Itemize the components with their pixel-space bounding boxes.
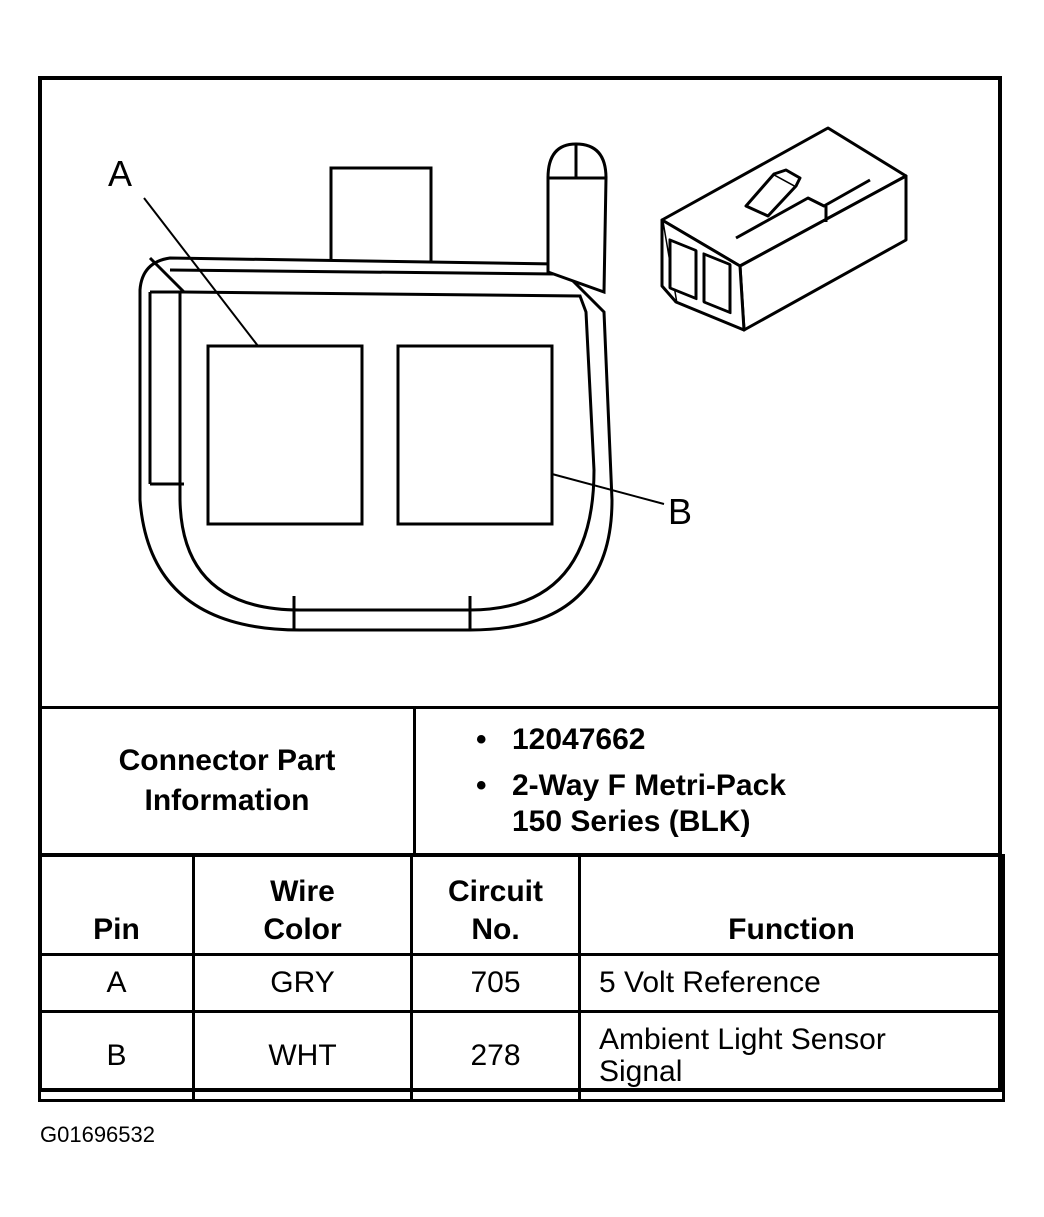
pin-table: Pin Wire Color Circuit No. Function A GR… [38,854,1005,1102]
circuit-cell: 705 [410,953,581,1013]
part-description-line-2: 150 Series (BLK) [512,805,751,838]
cavity-b [396,344,554,526]
header-function: Function [578,854,1005,956]
part-info-label-cell: Connector Part Information [38,706,416,856]
part-info-label-line-2: Information [144,784,310,817]
pin-cell: B [38,1010,195,1102]
callout-b: B [668,491,693,532]
bullet-icon: • [476,723,487,756]
callout-a: A [108,153,133,194]
part-info-value-cell: • 12047662 • 2-Way F Metri-Pack 150 Seri… [413,706,1002,856]
table-row: B WHT 278 Ambient Light Sensor Signal [38,1010,1005,1102]
pin-cell: A [38,953,195,1013]
leader-a [143,197,259,347]
function-cell: 5 Volt Reference [578,953,1005,1013]
connector-drawing [138,126,908,632]
header-pin: Pin [38,854,195,956]
part-description: • 2-Way F Metri-Pack 150 Series (BLK) [476,768,999,840]
wire-color-cell: WHT [192,1010,413,1102]
part-number-value: 12047662 [512,723,646,756]
leader-b [551,473,665,505]
connector-face [138,142,665,632]
connector-isometric [660,126,908,332]
bullet-icon: • [476,769,487,802]
part-description-line-1: 2-Way F Metri-Pack [512,769,786,802]
circuit-cell: 278 [410,1010,581,1102]
function-cell: Ambient Light Sensor Signal [578,1010,1005,1102]
header-circuit-no: Circuit No. [410,854,581,956]
part-number: • 12047662 [476,722,999,758]
pin-table-header: Pin Wire Color Circuit No. Function [38,854,1005,956]
wire-color-cell: GRY [192,953,413,1013]
cavity-a [206,344,364,526]
header-wire-color: Wire Color [192,854,413,956]
connector-part-information-table: Connector Part Information • 12047662 • … [38,706,1002,856]
table-row: A GRY 705 5 Volt Reference [38,953,1005,1013]
part-info-label-line-1: Connector Part [118,744,336,777]
figure-id: G01696532 [40,1122,155,1147]
